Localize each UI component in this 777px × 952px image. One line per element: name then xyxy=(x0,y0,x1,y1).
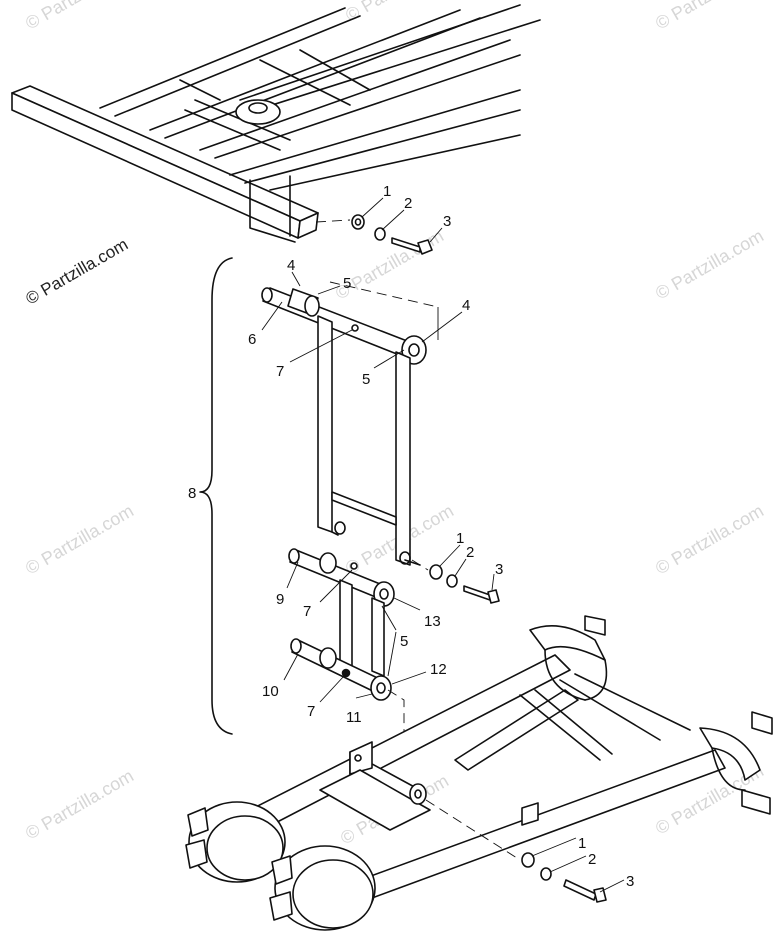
watermark: © Partzilla.com xyxy=(22,765,137,843)
callout-5: 5 xyxy=(362,371,370,388)
upper-fasteners xyxy=(315,214,433,255)
callout-3: 3 xyxy=(443,213,451,230)
callout-3: 3 xyxy=(495,561,503,578)
middle-fasteners xyxy=(411,559,500,604)
callout-2: 2 xyxy=(588,851,596,868)
callout-1: 1 xyxy=(578,835,586,852)
leader-lines xyxy=(261,197,625,893)
watermark: © Partzilla.com xyxy=(652,225,767,303)
callout-2: 2 xyxy=(466,544,474,561)
watermark: © Partzilla.com xyxy=(342,0,457,25)
callout-7: 7 xyxy=(303,603,311,620)
callout-13: 13 xyxy=(424,613,441,630)
lower-fasteners xyxy=(521,852,607,903)
callouts: 1 2 3 4 5 6 7 4 5 8 1 2 3 9 7 13 5 10 12… xyxy=(188,183,634,890)
watermark: © Partzilla.com xyxy=(22,500,137,578)
upper-frame xyxy=(11,4,541,243)
callout-12: 12 xyxy=(430,661,447,678)
watermark-dark: © Partzilla.com xyxy=(23,235,132,309)
callout-4: 4 xyxy=(462,297,470,314)
callout-2: 2 xyxy=(404,195,412,212)
watermark: © Partzilla.com xyxy=(22,0,137,33)
callout-5: 5 xyxy=(400,633,408,650)
rear-swing-arm xyxy=(185,615,773,931)
callout-7: 7 xyxy=(307,703,315,720)
callout-10: 10 xyxy=(262,683,279,700)
callout-11: 11 xyxy=(346,709,362,726)
callout-4: 4 xyxy=(287,257,295,274)
group-brace xyxy=(199,257,233,735)
watermark: © Partzilla.com xyxy=(652,500,767,578)
vertical-links xyxy=(317,315,421,566)
callout-1: 1 xyxy=(383,183,391,200)
callout-3: 3 xyxy=(626,873,634,890)
callout-7: 7 xyxy=(276,363,284,380)
watermark: © Partzilla.com xyxy=(652,0,767,33)
callout-9: 9 xyxy=(276,591,284,608)
callout-5: 5 xyxy=(343,275,351,292)
callout-8: 8 xyxy=(188,485,196,502)
callout-1: 1 xyxy=(456,530,464,547)
lower-shafts xyxy=(288,548,405,760)
callout-6: 6 xyxy=(248,331,256,348)
